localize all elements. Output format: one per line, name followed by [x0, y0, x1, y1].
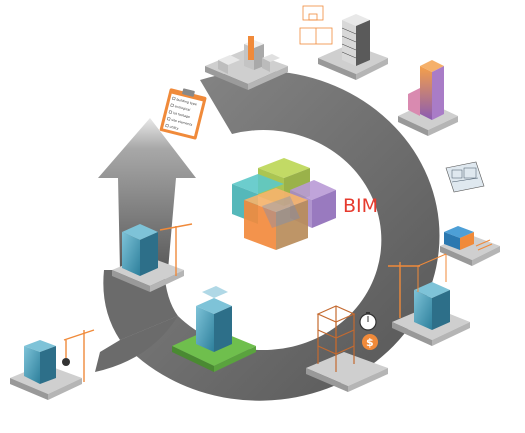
clipboard-icon: building type ecological lot footage sit…: [159, 88, 207, 140]
blueprint-icon: [445, 161, 485, 193]
crane-glass-building-icon: [112, 223, 193, 292]
sketch-tower-icon: [299, 5, 388, 80]
checklist-line: building type: [176, 97, 197, 106]
crane-building-icon: [388, 253, 470, 346]
orange-tower-icon: [398, 60, 458, 136]
landscaped-building-icon: [172, 286, 256, 372]
dollar-symbol: $: [366, 336, 374, 349]
checklist-line: ecological: [174, 104, 191, 112]
wrecking-ball-icon: [62, 358, 70, 366]
checklist: building type ecological lot footage sit…: [165, 96, 197, 131]
checklist-line: site elements: [171, 118, 193, 127]
demolition-icon: [10, 329, 95, 400]
steel-frame-icon: $: [306, 305, 388, 392]
checklist-line: utility: [169, 125, 179, 131]
bim-cube-cluster: BIM: [232, 158, 378, 250]
massing-model-icon: [205, 36, 288, 90]
prefab-module-icon: [440, 226, 500, 266]
stopwatch-icon: [359, 312, 377, 331]
bim-label: BIM: [343, 195, 378, 217]
checklist-line: lot footage: [173, 111, 191, 119]
dollar-coin-icon: $: [362, 334, 378, 350]
